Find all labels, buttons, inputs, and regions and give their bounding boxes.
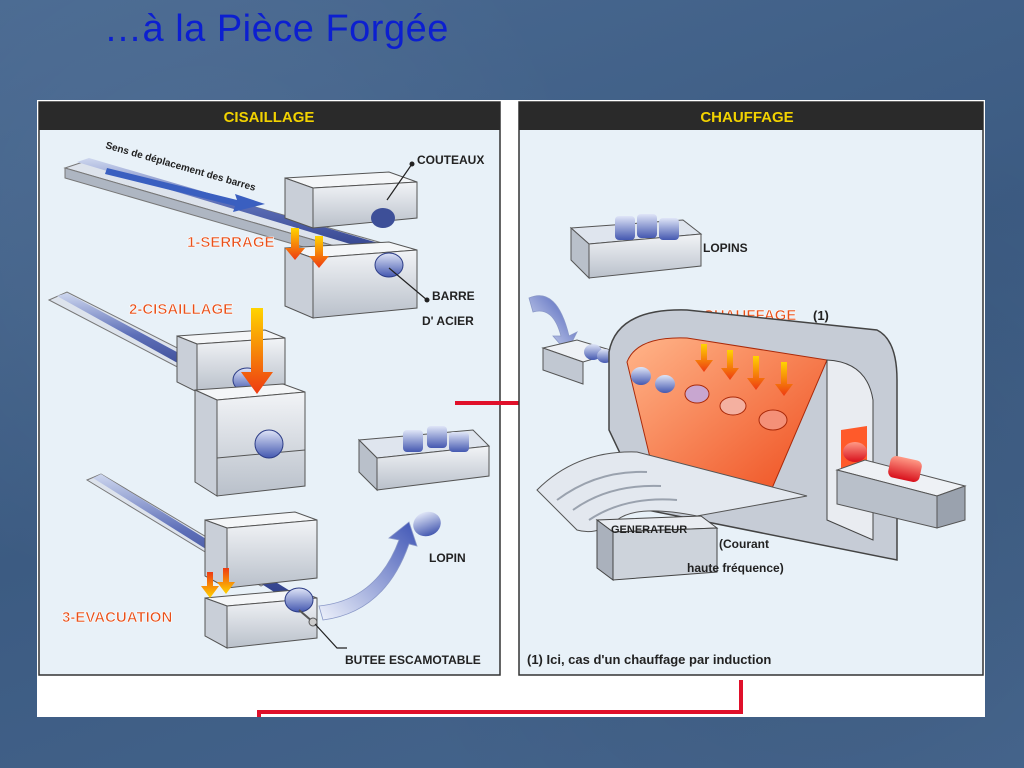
- evacuation-upper-block: [204, 511, 318, 589]
- lopin-in-1: [631, 367, 651, 385]
- step-2-cisaillage: 2-CISAILLAGE: [129, 301, 233, 318]
- footnote-induction: (1) Ici, cas d'un chauffage par inductio…: [527, 652, 771, 667]
- lopin-in-5: [758, 409, 788, 431]
- label-barre-2: D' ACIER: [422, 314, 474, 328]
- lopin-in-4: [719, 396, 747, 416]
- serrage-arrow-2: [309, 236, 329, 268]
- barre-pointer: [388, 267, 428, 301]
- heat-arrow-1: [695, 344, 713, 372]
- label-courant-2: haute fréquence): [687, 561, 784, 575]
- forging-diagram: CISAILLAGE Sens de déplacement des barre…: [37, 100, 985, 717]
- cisaillage-upper-block: [176, 329, 286, 393]
- lopin-in-3: [684, 384, 710, 404]
- panel-left-header-bar: [39, 102, 500, 130]
- lopin-flying: [413, 511, 441, 537]
- lopins-box-left: [357, 426, 491, 492]
- hot-lopin-2: [888, 456, 922, 482]
- label-chauffage-ref: (1): [813, 308, 829, 323]
- label-couteaux: COUTEAUX: [417, 153, 484, 167]
- slide-title: …à la Pièce Forgée: [104, 8, 449, 50]
- evacuation-arrow-1: [201, 572, 219, 598]
- label-barre-1: BARRE: [432, 289, 475, 303]
- label-generateur: GENERATEUR: [611, 524, 687, 536]
- cisaillage-arrow: [241, 308, 273, 394]
- heat-arrow-2: [721, 350, 739, 380]
- direction-arrow: [105, 168, 265, 212]
- induction-furnace: [608, 309, 898, 561]
- couteaux-upper-block: [284, 171, 418, 229]
- couteaux-lower-block: [284, 241, 418, 319]
- cisaillage-lower-block: [194, 383, 306, 497]
- label-butee: BUTEE ESCAMOTABLE: [345, 653, 481, 667]
- diagram-svg: CISAILLAGE Sens de déplacement des barre…: [38, 101, 984, 717]
- label-courant-1: (Courant: [719, 537, 769, 551]
- evacuation-curve-arrow: [318, 521, 418, 621]
- header-chauffage: CHAUFFAGE: [700, 109, 793, 126]
- return-connector-line: [257, 680, 743, 717]
- panel-cisaillage: CISAILLAGE Sens de déplacement des barre…: [38, 101, 501, 676]
- label-lopins: LOPINS: [703, 241, 748, 255]
- feeder-rail: [541, 339, 619, 385]
- exit-conveyor: [835, 442, 967, 529]
- lopin-in-2: [655, 375, 675, 393]
- header-cisaillage: CISAILLAGE: [224, 109, 315, 126]
- evacuation-lower-block: [204, 587, 318, 649]
- heat-arrow-3: [747, 356, 765, 390]
- label-lopin: LOPIN: [429, 551, 466, 565]
- step-1-serrage: 1-SERRAGE: [187, 234, 275, 251]
- step-3-evacuation: 3-EVACUATION: [62, 609, 172, 626]
- butee-pointer: [314, 623, 347, 649]
- panel-right-header-bar: [519, 102, 983, 130]
- couteaux-pointer: [386, 163, 413, 201]
- lopins-box-right: [569, 214, 703, 280]
- evacuation-arrow-2: [217, 568, 235, 594]
- panel-chauffage: CHAUFFAGE LOPINS CHAUFFAGE (1): [518, 101, 984, 676]
- serrage-arrow-1: [285, 228, 305, 260]
- hot-lopin-1: [843, 442, 867, 462]
- generator-box: [595, 515, 719, 581]
- heat-arrow-4: [775, 362, 793, 396]
